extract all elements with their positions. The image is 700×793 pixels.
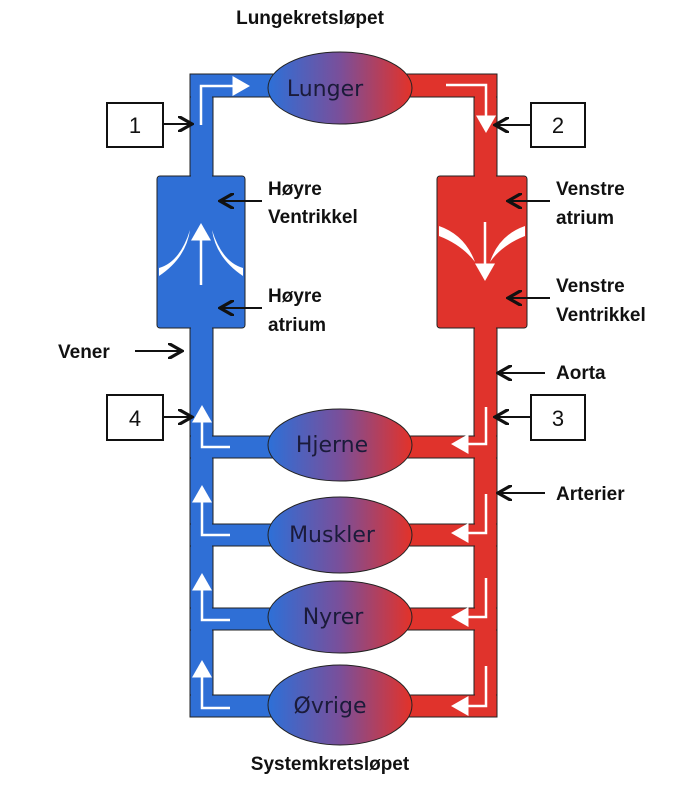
svg-text:2: 2 xyxy=(552,113,564,138)
number-box-1: 1 xyxy=(106,102,164,148)
muscles-label: Muskler xyxy=(289,523,376,548)
other-label: Øvrige xyxy=(294,694,367,719)
left-atrium-label-1: Venstre xyxy=(556,179,625,200)
other-organ xyxy=(267,664,413,746)
left-atrium-label-2: atrium xyxy=(556,208,614,229)
kidneys-organ xyxy=(267,580,413,654)
number-box-3: 3 xyxy=(530,394,586,441)
lungs-organ xyxy=(267,51,413,125)
svg-text:3: 3 xyxy=(552,406,564,431)
valve-icons xyxy=(159,226,525,276)
number-box-4: 4 xyxy=(106,394,164,441)
right-atrium-label-1: Høyre xyxy=(268,286,322,307)
systemic-circuit-title: Systemkretsløpet xyxy=(251,754,410,775)
left-ventricle-label-2: Ventrikkel xyxy=(556,305,646,326)
kidneys-label: Nyrer xyxy=(303,605,365,630)
muscles-organ xyxy=(267,496,413,574)
svg-text:1: 1 xyxy=(129,113,141,138)
right-ventricle-label-1: Høyre xyxy=(268,179,322,200)
vessel-network xyxy=(156,51,528,746)
veins-label: Vener xyxy=(58,342,110,363)
svg-text:4: 4 xyxy=(129,406,141,431)
number-box-2: 2 xyxy=(530,102,586,148)
brain-label: Hjerne xyxy=(296,433,368,458)
left-ventricle-label-1: Venstre xyxy=(556,276,625,297)
pulmonary-circuit-title: Lungekretsløpet xyxy=(236,8,384,29)
lungs-label: Lunger xyxy=(287,77,364,102)
arteries-label: Arterier xyxy=(556,484,625,505)
right-ventricle-label-2: Ventrikkel xyxy=(268,207,358,228)
brain-organ xyxy=(267,408,413,482)
right-atrium-label-2: atrium xyxy=(268,315,326,336)
pointer-arrows xyxy=(135,124,550,493)
aorta-label: Aorta xyxy=(556,363,606,384)
flow-arrows xyxy=(191,76,496,716)
